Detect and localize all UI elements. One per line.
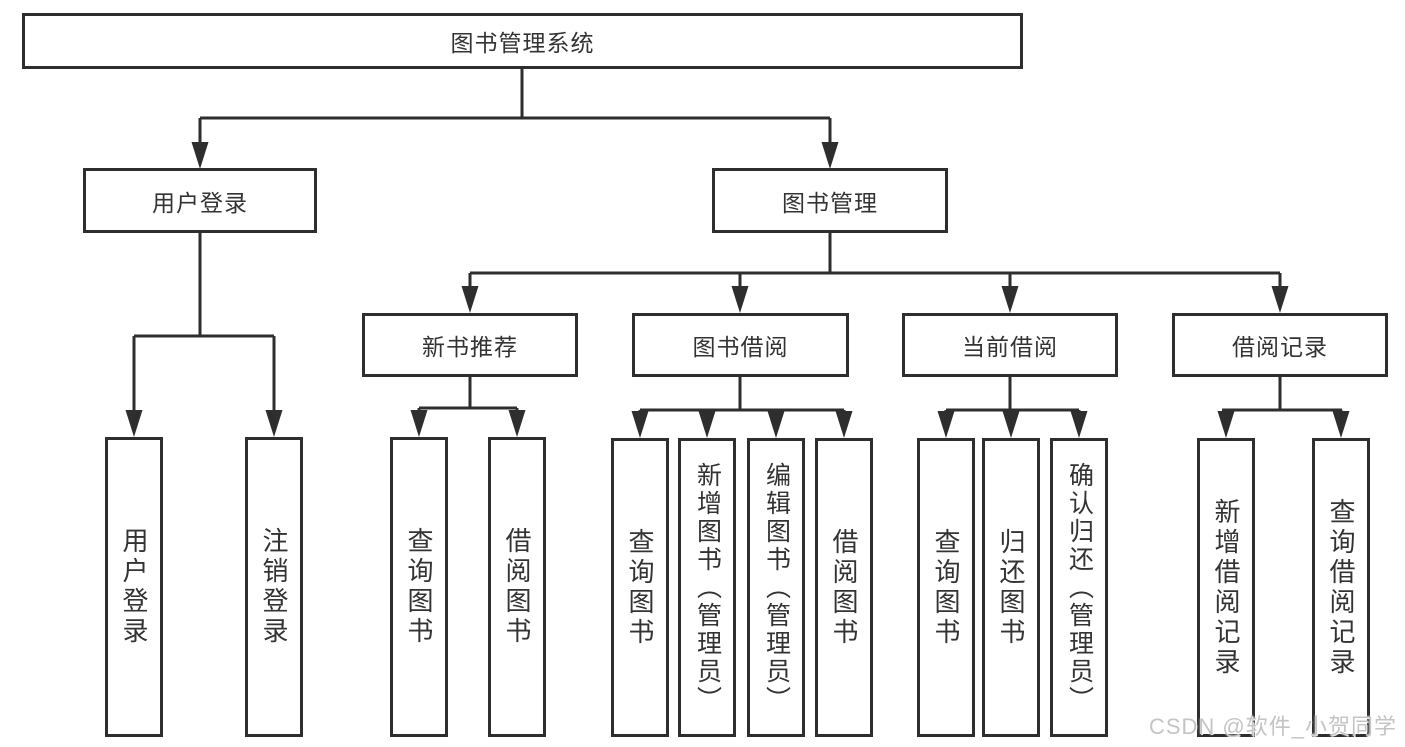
leaf-recommend-borrow-books: 借阅图书 (488, 437, 546, 737)
leaf-logout-label: 注销登录 (259, 527, 289, 647)
node-root: 图书管理系统 (22, 13, 1023, 69)
leaf-logout: 注销登录 (245, 437, 303, 737)
node-current-borrow-label: 当前借阅 (962, 334, 1058, 360)
leaf-current-return-books-label: 归还图书 (996, 527, 1026, 648)
leaf-borrow-edit-books-admin-label: 编辑图书（管理员） (762, 461, 791, 714)
leaf-recommend-query-books-label: 查询图书 (404, 527, 434, 647)
leaf-borrow-query-books: 查询图书 (611, 438, 669, 737)
node-book-borrow-label: 图书借阅 (692, 334, 789, 360)
leaf-borrow-query-books-label: 查询图书 (625, 527, 655, 648)
leaf-recommend-borrow-books-label: 借阅图书 (502, 527, 532, 647)
leaf-current-query-books: 查询图书 (917, 438, 975, 737)
leaf-user-login: 用户登录 (105, 437, 163, 737)
leaf-records-query-record: 查询借阅记录 (1312, 438, 1370, 737)
node-book-management-label: 图书管理 (782, 189, 878, 216)
node-user-login-label: 用户登录 (152, 189, 248, 216)
leaf-recommend-query-books: 查询图书 (390, 437, 448, 737)
node-book-borrow: 图书借阅 (632, 313, 849, 377)
leaf-current-confirm-return-admin-label: 确认归还（管理员） (1065, 461, 1094, 714)
leaf-user-login-label: 用户登录 (119, 527, 149, 647)
leaf-records-query-record-label: 查询借阅记录 (1326, 497, 1356, 678)
leaf-borrow-add-books-admin: 新增图书（管理员） (678, 438, 736, 737)
arrowhead-icons (125, 142, 1350, 438)
leaf-borrow-borrow-books-label: 借阅图书 (829, 527, 859, 648)
leaf-borrow-add-books-admin-label: 新增图书（管理员） (693, 461, 722, 714)
node-book-management: 图书管理 (712, 168, 948, 233)
node-borrow-records-label: 借阅记录 (1232, 334, 1328, 360)
leaf-current-return-books: 归还图书 (982, 438, 1040, 737)
node-user-login: 用户登录 (83, 168, 317, 233)
leaf-records-add-record-label: 新增借阅记录 (1211, 497, 1241, 678)
leaf-borrow-edit-books-admin: 编辑图书（管理员） (747, 438, 805, 737)
node-root-label: 图书管理系统 (450, 30, 595, 56)
leaf-records-add-record: 新增借阅记录 (1197, 438, 1255, 737)
node-new-book-recommend: 新书推荐 (362, 313, 578, 377)
node-current-borrow: 当前借阅 (902, 313, 1118, 377)
leaf-current-confirm-return-admin: 确认归还（管理员） (1050, 438, 1108, 737)
csdn-watermark: CSDN @软件_小贺同学 (1148, 714, 1397, 739)
node-borrow-records: 借阅记录 (1172, 313, 1388, 377)
leaf-borrow-borrow-books: 借阅图书 (815, 438, 873, 737)
leaf-current-query-books-label: 查询图书 (931, 527, 961, 648)
node-new-book-recommend-label: 新书推荐 (422, 334, 518, 360)
